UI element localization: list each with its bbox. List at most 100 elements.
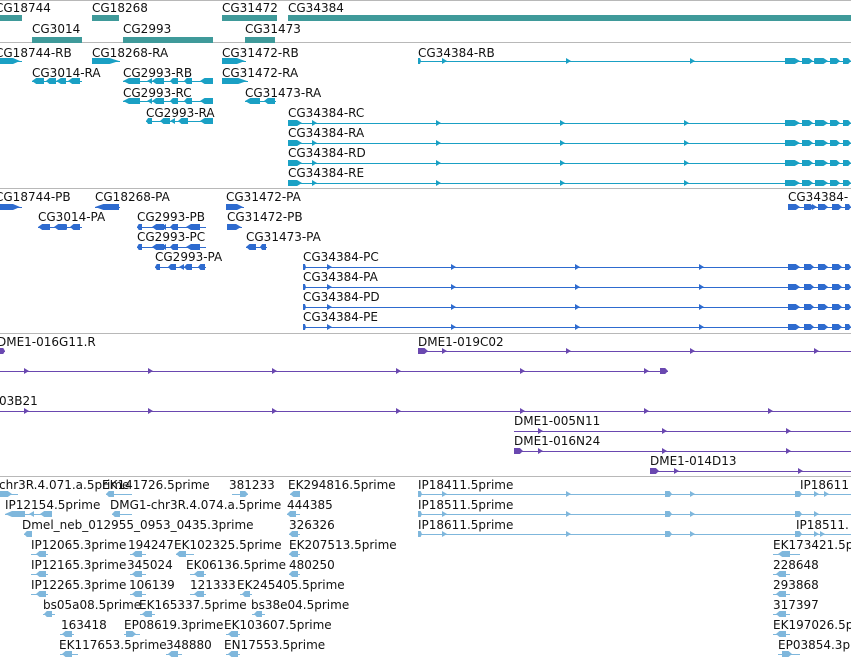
- feature-label[interactable]: IP12165.3prime: [31, 558, 127, 572]
- feature-line[interactable]: [112, 514, 132, 515]
- exon-block[interactable]: [665, 491, 672, 497]
- exon-block[interactable]: [804, 304, 814, 310]
- feature-label[interactable]: CG31473-RA: [245, 86, 322, 100]
- exon-block[interactable]: [44, 611, 52, 617]
- feature-label[interactable]: IP18411.5prime: [418, 478, 514, 492]
- feature-line[interactable]: [0, 411, 851, 412]
- feature-label[interactable]: CG2993-RA: [146, 106, 215, 120]
- exon-block[interactable]: [303, 304, 306, 310]
- exon-block[interactable]: [92, 58, 119, 64]
- exon-block[interactable]: [184, 264, 192, 270]
- feature-label[interactable]: IP18611.5prime: [418, 518, 514, 532]
- exon-block[interactable]: [776, 571, 786, 577]
- exon-block[interactable]: [200, 78, 213, 84]
- feature-label[interactable]: 228648: [773, 558, 819, 572]
- feature-label[interactable]: CG31472-PA: [226, 190, 301, 204]
- exon-block[interactable]: [802, 160, 813, 166]
- exon-block[interactable]: [36, 591, 46, 597]
- feature-label[interactable]: chr3R.4.071.a.5prime: [0, 478, 130, 492]
- exon-block[interactable]: [132, 571, 142, 577]
- exon-block[interactable]: [170, 224, 178, 230]
- feature-line[interactable]: [288, 163, 851, 164]
- exon-block[interactable]: [246, 244, 256, 250]
- feature-line[interactable]: [514, 431, 851, 432]
- exon-block[interactable]: [843, 160, 851, 166]
- exon-block[interactable]: [155, 264, 160, 270]
- feature-label[interactable]: DME1-016G11.R: [0, 335, 96, 349]
- exon-block[interactable]: [106, 491, 114, 497]
- exon-block[interactable]: [815, 180, 828, 186]
- exon-block[interactable]: [287, 511, 296, 517]
- feature-label[interactable]: 121333: [190, 578, 236, 592]
- feature-line[interactable]: [0, 371, 668, 372]
- feature-label[interactable]: CG34384-PD: [303, 290, 380, 304]
- feature-label[interactable]: CG18744-PB: [0, 190, 71, 204]
- feature-line[interactable]: [5, 514, 52, 515]
- exon-block[interactable]: [788, 264, 800, 270]
- feature-label[interactable]: IP12154.5prime: [5, 498, 101, 512]
- exon-block[interactable]: [168, 651, 178, 657]
- exon-block[interactable]: [795, 491, 802, 497]
- exon-block[interactable]: [804, 204, 814, 210]
- exon-block[interactable]: [418, 58, 421, 64]
- exon-block[interactable]: [830, 140, 840, 146]
- gene-bar[interactable]: [245, 37, 275, 43]
- exon-block[interactable]: [198, 264, 205, 270]
- feature-label[interactable]: CG31473: [245, 22, 301, 36]
- feature-label[interactable]: CG2993-PA: [155, 250, 223, 264]
- exon-block[interactable]: [785, 120, 800, 126]
- feature-label[interactable]: EK207513.5prime: [289, 538, 397, 552]
- feature-line[interactable]: [123, 101, 213, 102]
- feature-label[interactable]: EK294816.5prime: [288, 478, 396, 492]
- exon-block[interactable]: [845, 204, 851, 210]
- feature-label[interactable]: CG31472-RA: [222, 66, 299, 80]
- exon-block[interactable]: [795, 511, 802, 517]
- exon-block[interactable]: [5, 511, 25, 517]
- exon-block[interactable]: [62, 651, 72, 657]
- feature-label[interactable]: CG34384-RC: [288, 106, 365, 120]
- feature-label[interactable]: CG18744: [0, 1, 51, 15]
- exon-block[interactable]: [843, 180, 851, 186]
- feature-line[interactable]: [106, 494, 132, 495]
- feature-label[interactable]: IP18511.5prime: [418, 498, 514, 512]
- exon-block[interactable]: [843, 58, 851, 64]
- exon-block[interactable]: [815, 58, 828, 64]
- exon-block[interactable]: [830, 58, 840, 64]
- exon-block[interactable]: [804, 284, 814, 290]
- exon-block[interactable]: [222, 58, 245, 64]
- feature-label[interactable]: CG34384: [288, 1, 344, 15]
- exon-block[interactable]: [200, 118, 213, 124]
- feature-label[interactable]: CG34384-RE: [288, 166, 365, 180]
- exon-block[interactable]: [95, 204, 119, 210]
- feature-label[interactable]: EK165337.5prime: [139, 598, 247, 612]
- exon-block[interactable]: [178, 118, 188, 124]
- feature-label[interactable]: 326326: [289, 518, 335, 532]
- exon-block[interactable]: [289, 531, 298, 537]
- feature-label[interactable]: CG34384-PA: [303, 270, 378, 284]
- exon-block[interactable]: [228, 651, 238, 657]
- exon-block[interactable]: [818, 264, 828, 270]
- exon-block[interactable]: [32, 78, 44, 84]
- exon-block[interactable]: [650, 468, 659, 474]
- exon-block[interactable]: [260, 244, 266, 250]
- exon-block[interactable]: [288, 160, 302, 166]
- feature-label[interactable]: 480250: [289, 558, 335, 572]
- exon-block[interactable]: [24, 531, 32, 537]
- feature-label[interactable]: CG31473-PA: [246, 230, 321, 244]
- feature-label[interactable]: CG34384-RA: [288, 126, 365, 140]
- feature-label[interactable]: CG31472-RB: [222, 46, 299, 60]
- feature-label[interactable]: 106139: [129, 578, 175, 592]
- feature-label[interactable]: CG3014-PA: [38, 210, 106, 224]
- exon-block[interactable]: [40, 511, 52, 517]
- feature-line[interactable]: [245, 101, 276, 102]
- exon-block[interactable]: [222, 78, 247, 84]
- exon-block[interactable]: [665, 531, 672, 537]
- feature-label[interactable]: CG2993-RC: [123, 86, 192, 100]
- exon-block[interactable]: [830, 160, 840, 166]
- exon-block[interactable]: [38, 224, 50, 230]
- feature-line[interactable]: [418, 351, 851, 352]
- exon-block[interactable]: [186, 244, 200, 250]
- exon-block[interactable]: [200, 98, 213, 104]
- exon-block[interactable]: [802, 120, 813, 126]
- exon-block[interactable]: [126, 631, 136, 637]
